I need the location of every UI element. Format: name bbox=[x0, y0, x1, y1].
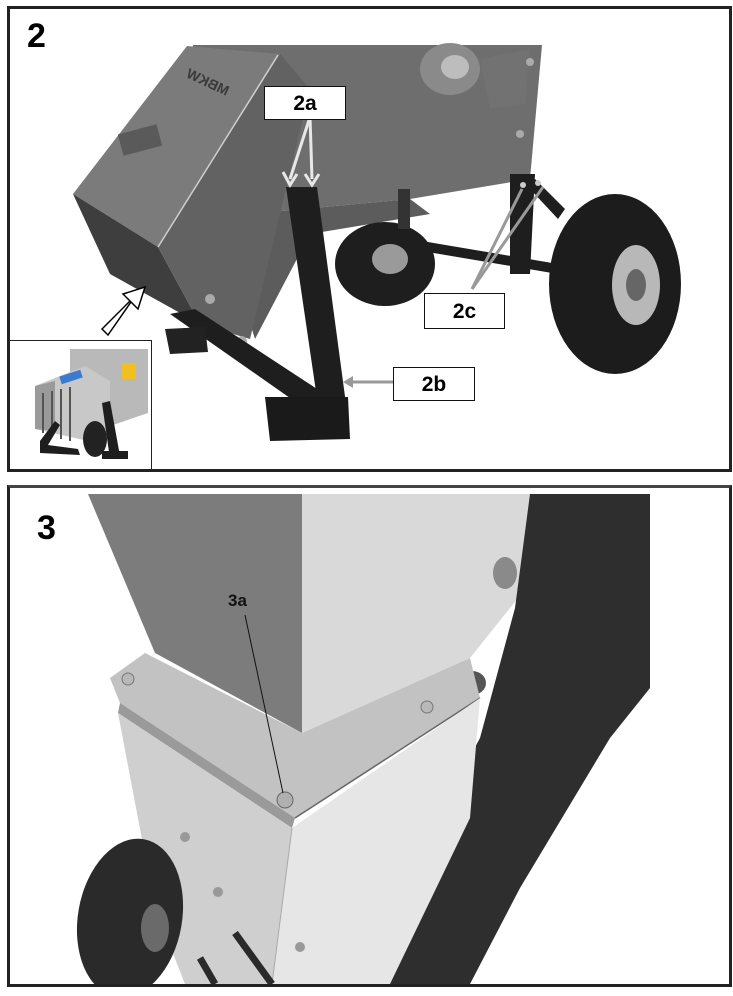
figure-panel-2: MBKW bbox=[7, 6, 732, 472]
step-number: 2 bbox=[27, 17, 46, 55]
chipper-front-view-photo bbox=[35, 349, 148, 459]
hopper-mount-photo bbox=[76, 494, 650, 984]
callout-2c: 2c bbox=[424, 293, 505, 329]
callout-2a: 2a bbox=[264, 86, 346, 120]
inset-photo-front-view bbox=[10, 340, 152, 469]
figure-panel-3: 3 3a bbox=[7, 485, 732, 987]
chipper-stand-photo: MBKW bbox=[73, 43, 681, 441]
callout-3a: 3a bbox=[228, 591, 247, 610]
step-number: 3 bbox=[37, 509, 56, 547]
callout-2b: 2b bbox=[393, 367, 475, 401]
